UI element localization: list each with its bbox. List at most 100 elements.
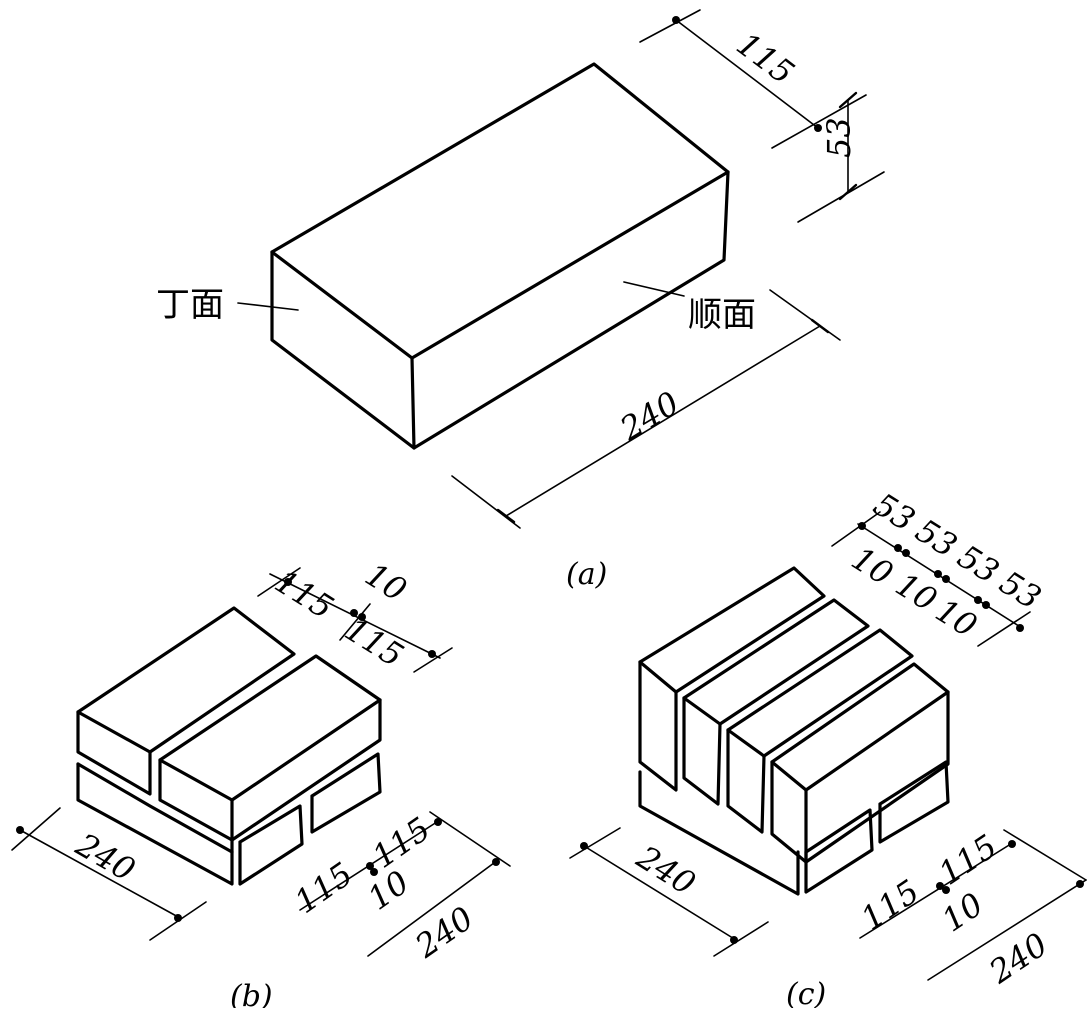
brick-b-top-left-front (76, 710, 152, 796)
tick-c-side-1 (936, 882, 944, 890)
brick-c-1-top (638, 566, 826, 694)
dim-line-c-side-2 (927, 879, 1087, 981)
tick-b-side-4 (492, 858, 500, 866)
tick-c-top-2 (894, 544, 902, 552)
ext-line-a-length-1 (769, 289, 841, 341)
dim-c-top-4: 53 (993, 563, 1048, 617)
dim-b-top-joint: 10 (359, 555, 414, 609)
ext-line-b-side-3 (429, 811, 511, 867)
brick-a-top-face (270, 62, 730, 360)
tick-c-top-4 (934, 570, 942, 578)
brick-a-front-edge (410, 356, 416, 450)
tick-b-side-2 (370, 868, 378, 876)
brick-c-3-top (726, 628, 914, 758)
tick-b-top-3 (358, 613, 366, 621)
ext-line-c-front-2 (713, 921, 769, 957)
ext-line-c-front-1 (569, 827, 621, 859)
caption-a: (a) (566, 557, 607, 592)
dim-line-b-front (19, 829, 181, 919)
dim-c-front: 240 (629, 838, 702, 903)
tick-b-top-4 (428, 650, 436, 658)
tick-b-side-3 (434, 818, 442, 826)
dim-line-a-length (505, 325, 821, 517)
tick-b-front-2 (174, 914, 182, 922)
ext-line-b-top-1 (257, 567, 301, 597)
dim-b-side-left: 115 (288, 855, 360, 921)
brick-c-bottom-front (638, 770, 800, 896)
tick-c-front-1 (580, 842, 588, 850)
label-header-face: 丁面 (156, 285, 224, 325)
brick-c-2-front (682, 696, 722, 806)
leader-header-face (237, 302, 299, 311)
ext-line-c-side-3 (1003, 829, 1087, 881)
dim-a-width: 115 (730, 25, 802, 92)
dim-c-top-3: 53 (951, 537, 1006, 591)
dim-b-side-right: 115 (365, 810, 437, 876)
brick-b-bottom-side-brick-2 (310, 752, 382, 834)
tick-a-length-2 (810, 318, 830, 334)
tick-c-top-7 (982, 601, 990, 609)
leader-stretcher-face (623, 281, 685, 297)
dim-c-top-1: 53 (867, 485, 922, 539)
figure-a: 丁面 顺面 115 53 240 (a) (156, 9, 885, 592)
brick-b-top-right-face (158, 654, 382, 802)
dim-line-c-side-1 (859, 841, 1015, 939)
dim-b-top-right: 115 (338, 610, 410, 675)
dim-c-top-2: 53 (909, 511, 964, 565)
tick-c-side-4 (1076, 880, 1084, 888)
tick-c-top-8 (1016, 624, 1024, 632)
label-stretcher-face: 顺面 (688, 295, 756, 335)
brick-c-3-front (726, 728, 766, 834)
figure-c: 53 53 53 53 10 10 10 240 115 115 10 240 … (569, 485, 1087, 1012)
dim-line-c-front (583, 845, 737, 941)
ext-line-b-top-3 (413, 647, 453, 673)
dim-c-side-right: 115 (932, 827, 1004, 893)
dim-b-top-left: 115 (268, 562, 340, 627)
dim-line-a-width (675, 19, 819, 129)
tick-b-top-2 (350, 609, 358, 617)
tick-a-height-2 (838, 183, 858, 201)
brick-c-bottom-side-1 (804, 808, 874, 894)
tick-b-front-1 (16, 826, 24, 834)
dim-b-side-total: 240 (408, 899, 481, 966)
tick-b-side-1 (366, 862, 374, 870)
brick-c-2-top (682, 598, 870, 726)
tick-a-length-1 (496, 508, 516, 524)
brick-b-bottom-top-edge (76, 762, 234, 854)
dim-c-joint-1: 10 (845, 539, 900, 593)
tick-c-side-3 (1008, 840, 1016, 848)
brick-a-outline (270, 62, 730, 450)
tick-c-front-2 (730, 936, 738, 944)
brick-c-1-front (638, 660, 678, 792)
tick-a-width-1 (672, 16, 680, 24)
dim-line-b-side-2 (367, 859, 499, 957)
brick-c-bottom-side-2 (878, 760, 950, 844)
tick-c-top-1 (858, 522, 866, 530)
dim-c-side-joint: 10 (935, 885, 990, 939)
dim-a-length: 240 (613, 384, 686, 449)
dim-c-side-left: 115 (854, 872, 926, 938)
brick-b-top-left-face (76, 606, 296, 754)
tick-a-width-2 (814, 124, 822, 132)
tick-b-top-1 (284, 578, 292, 586)
ext-line-c-top-1 (831, 511, 881, 547)
ext-line-c-top-2 (977, 611, 1031, 647)
dim-a-height: 53 (820, 117, 858, 158)
brick-b-bottom-front (76, 762, 234, 886)
ext-line-b-top-2 (339, 603, 371, 641)
tick-c-top-5 (942, 575, 950, 583)
tick-a-height-1 (838, 91, 858, 109)
tick-c-side-2 (942, 886, 950, 894)
figure-b: 115 10 115 240 115 115 10 240 (b) (11, 555, 511, 1013)
dim-b-side-joint: 10 (361, 863, 416, 917)
tick-c-top-6 (974, 596, 982, 604)
brick-b-bottom-side-brick (238, 804, 304, 886)
ext-line-a-width-1 (639, 9, 701, 43)
tick-c-top-3 (902, 549, 910, 557)
dim-c-side-total: 240 (982, 925, 1055, 991)
caption-c: (c) (786, 977, 826, 1008)
caption-b: (b) (230, 979, 273, 1008)
ext-line-a-width-2 (771, 94, 867, 149)
